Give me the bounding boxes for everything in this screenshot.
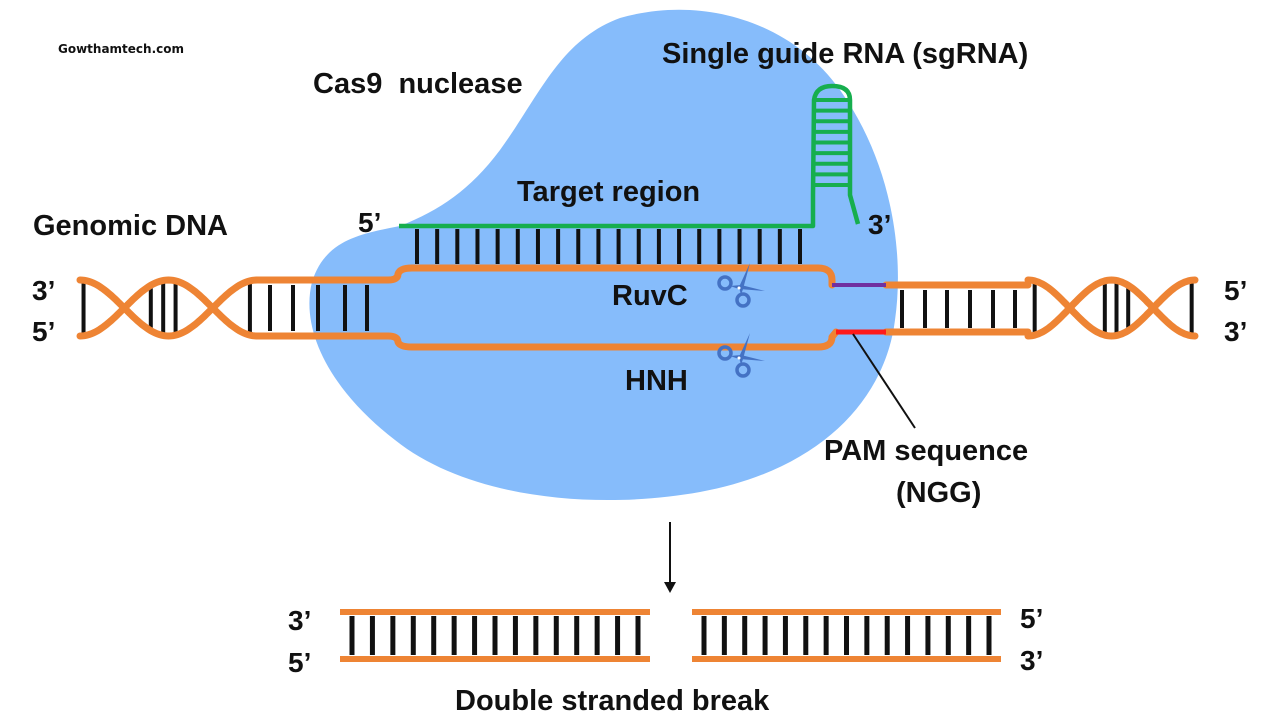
dna-strand [1024,276,1199,340]
target-region-label: Target region [517,176,700,208]
ruvc-label: RuvC [612,280,688,312]
break-right-fragment [692,609,1001,662]
pam-label-line1: PAM sequence [824,435,1028,467]
scissors-ring [735,292,751,308]
break-left-top-label: 3’ [288,605,311,636]
target-base-pairs [415,229,802,264]
bottom-strand [253,328,840,351]
scissors-pivot [737,286,741,290]
sgrna-5-prime-label: 5’ [358,207,381,238]
scissors-blade [739,333,750,365]
right-bottom-end-label: 3’ [1224,316,1247,347]
right-top-end-label: 5’ [1224,275,1247,306]
pam-label-line2: (NGG) [896,477,981,509]
sgrna-label: Single guide RNA (sgRNA) [662,38,1028,70]
left-genomic-dna-helix [76,276,261,340]
pam-pointer-line [852,333,916,429]
ruvc-scissors-icon [717,263,765,308]
scissors-ring [717,275,733,291]
left-top-end-label: 3’ [32,275,55,306]
top-strand [253,264,836,289]
hnh-scissors-icon [717,333,765,378]
break-left-fragment [340,609,650,662]
break-right-bottom-label: 3’ [1020,645,1043,676]
cas9-label: Cas9 nuclease [313,68,523,100]
sgrna-3-prime-label: 3’ [868,209,891,240]
watermark: Gowthamtech.com [58,42,184,56]
scissors-blade [730,355,765,361]
scissors-ring [735,362,751,378]
dna-strand [76,276,261,340]
hnh-label: HNH [625,365,688,397]
cas9-nuclease-blob [309,9,898,501]
break-left-bottom-label: 5’ [288,647,311,678]
scissors-blade [730,285,765,291]
right-genomic-dna-helix [1024,276,1199,340]
result-arrow-head [664,582,676,593]
dna-strand [1024,276,1199,340]
double-break-label: Double stranded break [455,685,770,717]
dna-unwound-region [253,264,1032,351]
dna-strand [76,276,261,340]
genomic-dna-label: Genomic DNA [33,210,228,242]
scissors-pivot [737,356,741,360]
scissors-blade [739,263,750,295]
break-right-top-label: 5’ [1020,603,1043,634]
left-bottom-end-label: 5’ [32,316,55,347]
scissors-ring [717,345,733,361]
sgrna-strand [399,83,861,229]
